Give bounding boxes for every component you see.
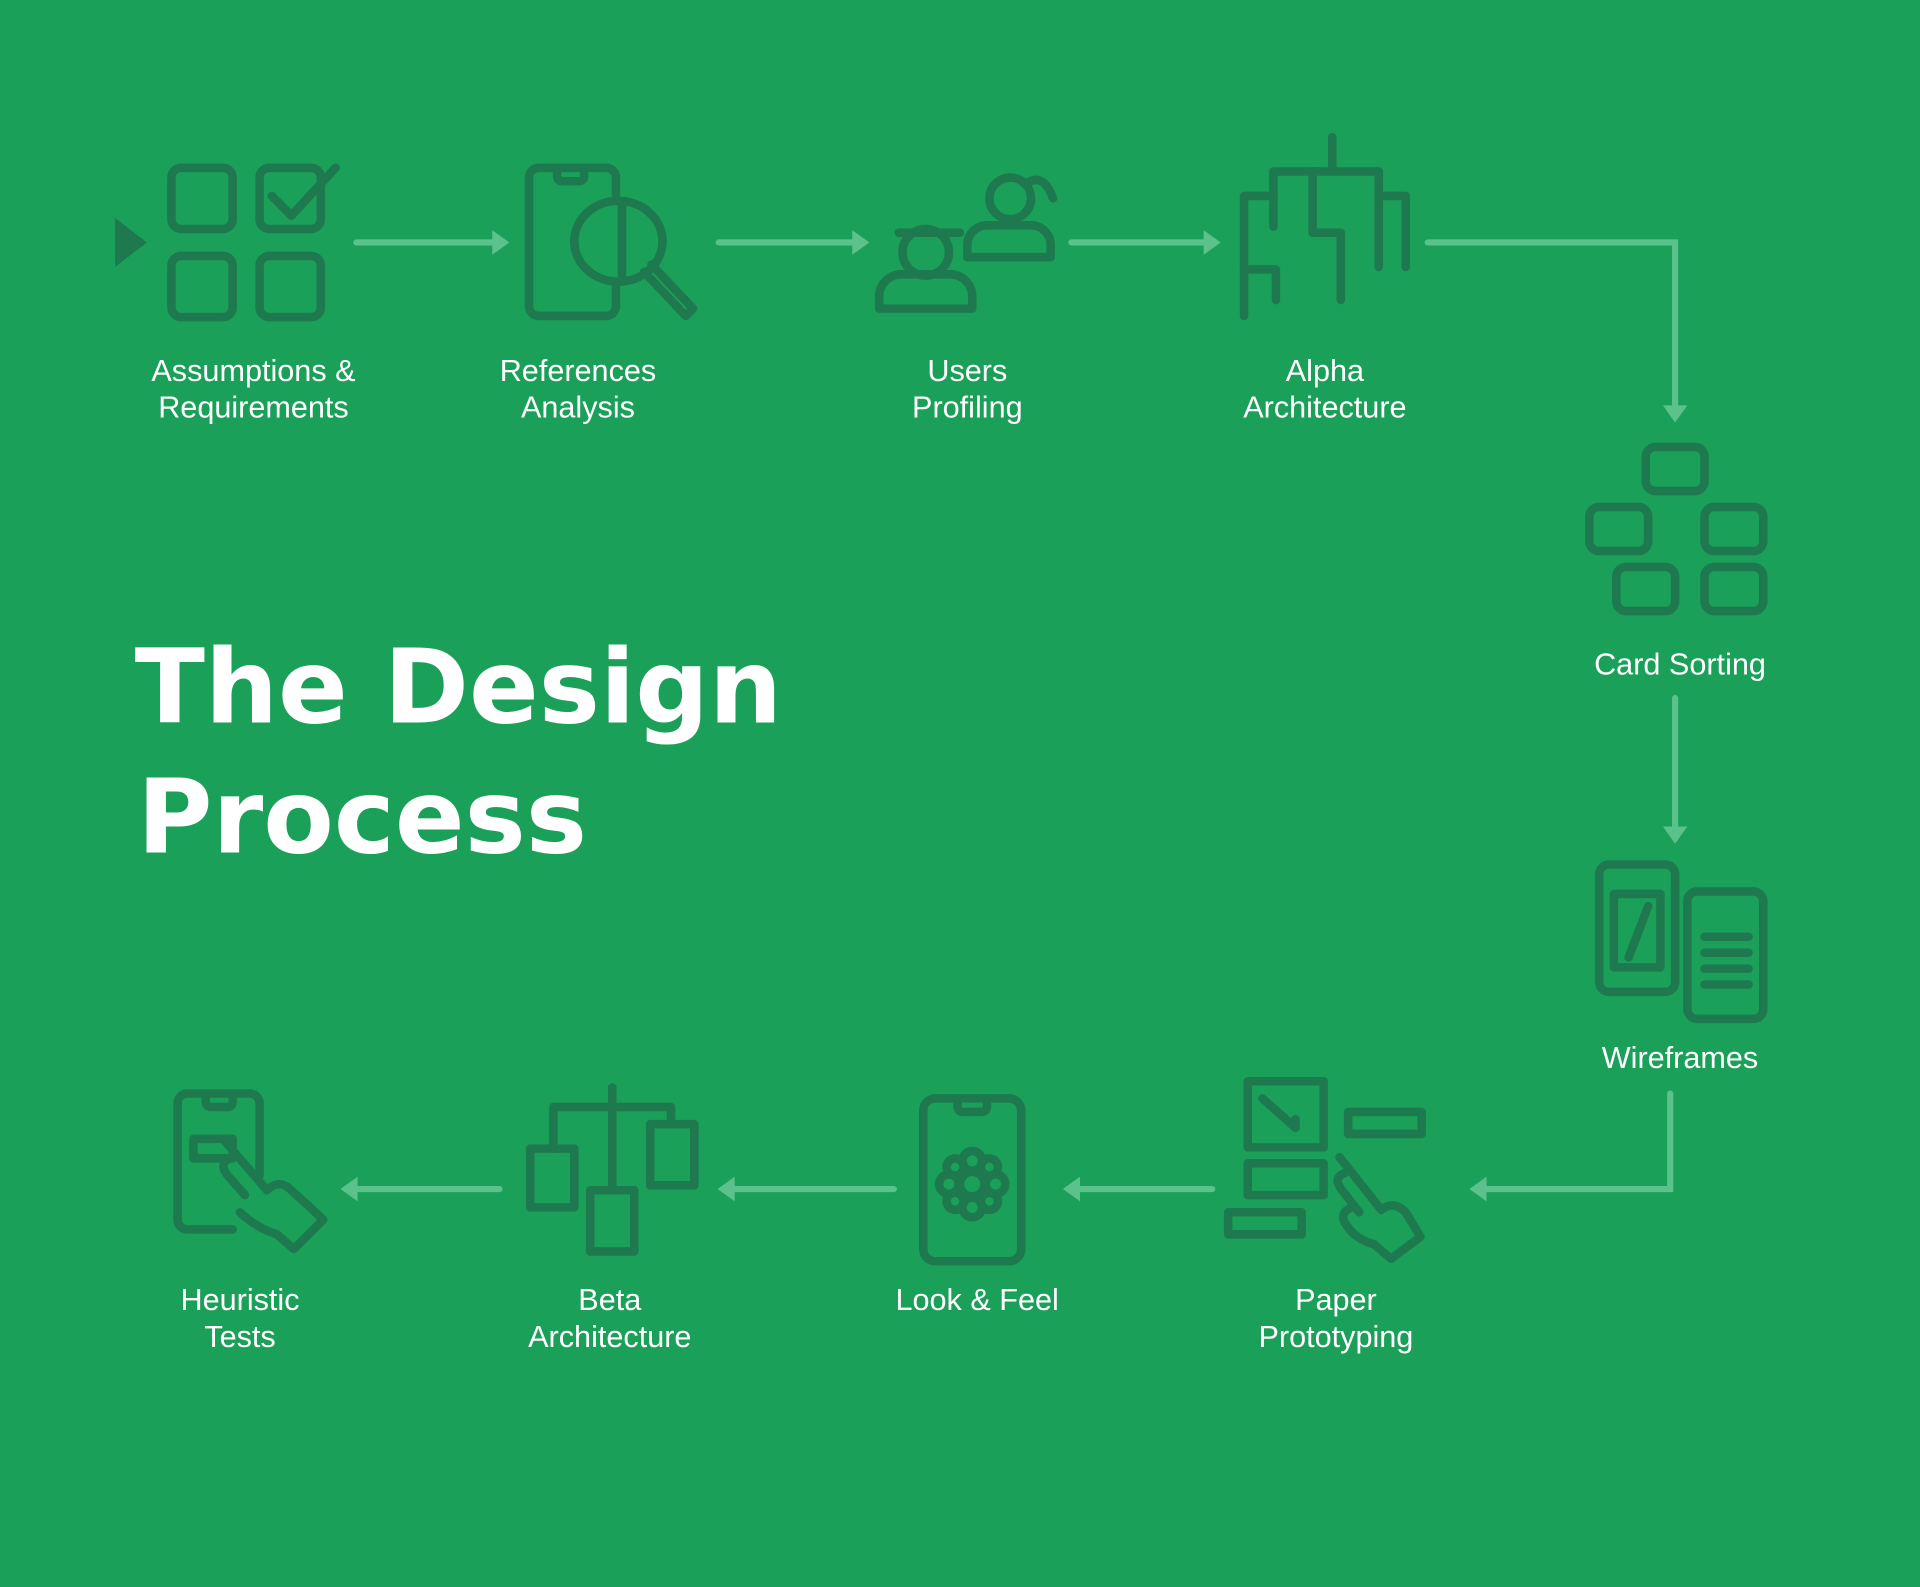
phone-magnifier-icon — [524, 163, 698, 321]
arrow-6-7 — [1481, 1090, 1674, 1193]
start-triangle-icon — [115, 217, 147, 267]
step-label-card-sorting: Card Sorting — [1594, 648, 1766, 682]
phone-flower-icon — [918, 1094, 1026, 1266]
flow-arrows — [340, 230, 1688, 1202]
wireframes-icon — [1594, 860, 1768, 1024]
step-label-assumptions: Assumptions &Requirements — [151, 354, 355, 425]
step-label-wireframes: Wireframes — [1602, 1041, 1758, 1075]
beta-architecture-icon — [525, 1083, 699, 1256]
arrow-4-5 — [1424, 239, 1679, 411]
step-label-look-feel: Look & Feel — [895, 1283, 1058, 1317]
phone-touch-icon — [173, 1089, 328, 1254]
paper-prototyping-icon — [1223, 1076, 1426, 1264]
card-sorting-icon — [1585, 442, 1768, 616]
users-icon — [874, 173, 1058, 313]
architecture-icon — [1239, 132, 1410, 321]
checklist-grid-icon — [167, 163, 340, 322]
